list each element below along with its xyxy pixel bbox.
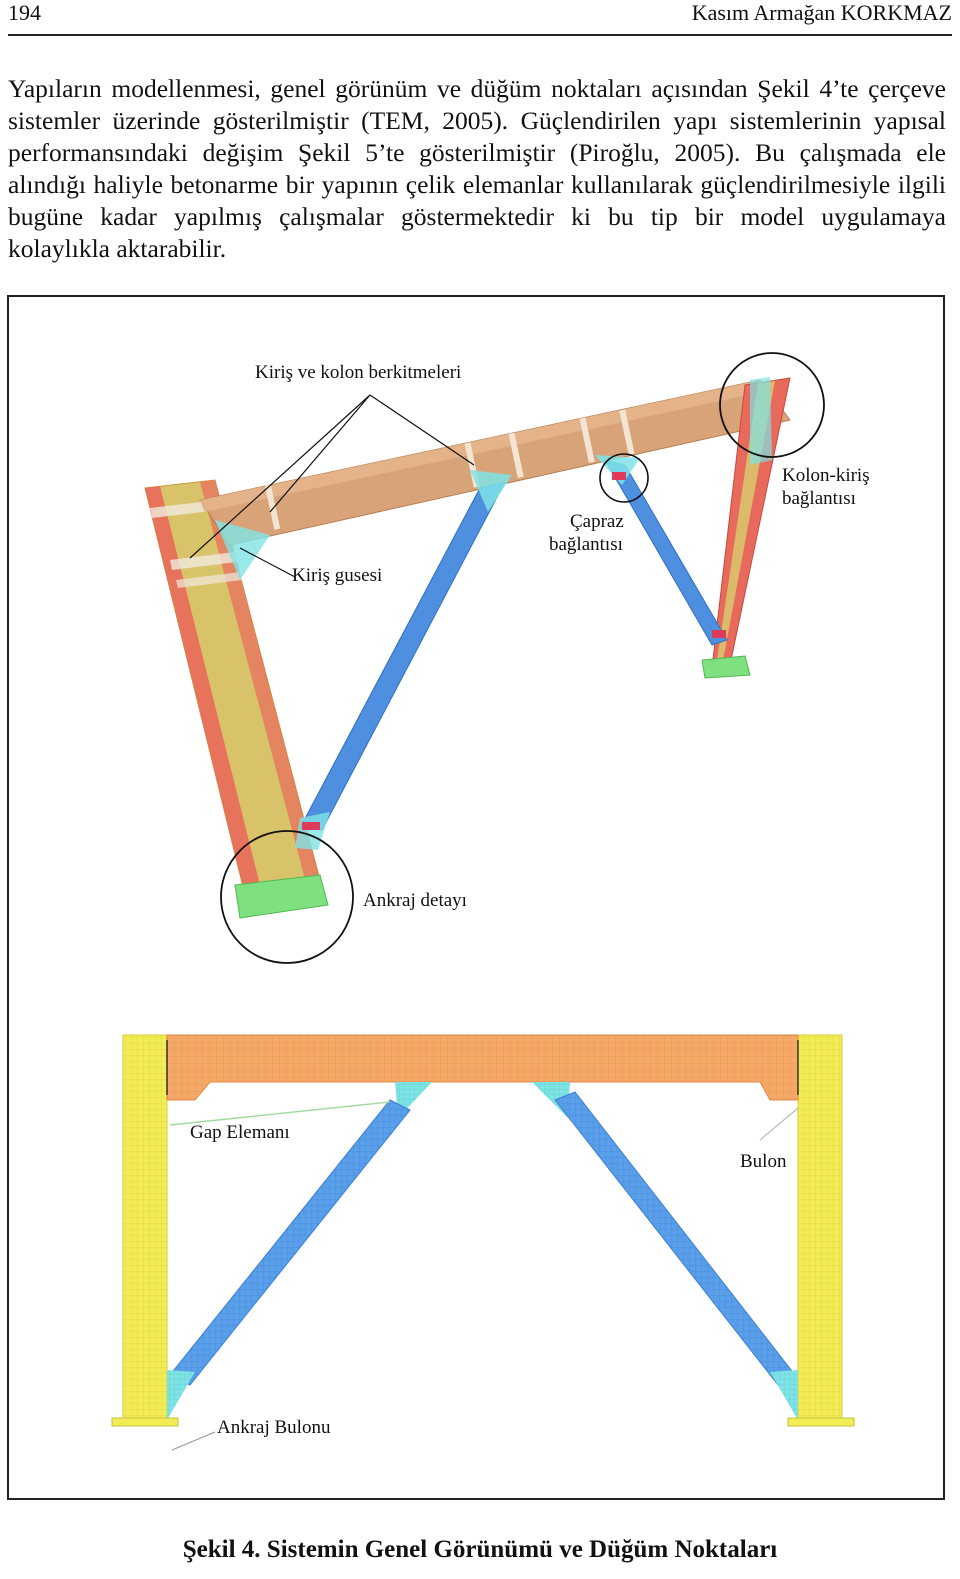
right-brace — [603, 459, 728, 646]
left-brace — [299, 481, 506, 831]
label-stiffeners: Kiriş ve kolon berkitmeleri — [255, 362, 462, 383]
right-base-plate — [701, 655, 751, 679]
left-mesh-column — [122, 1034, 168, 1421]
brace-detail-circle — [599, 453, 649, 503]
left-mesh-brace — [169, 1099, 411, 1386]
right-mesh-column — [797, 1034, 843, 1421]
model-2d-mesh — [111, 1034, 855, 1451]
body-paragraph: Yapıların modellenmesi, genel görünüm ve… — [8, 74, 946, 263]
column-beam-detail-circle — [719, 352, 825, 458]
label-anchor-bolt: Ankraj Bulonu — [217, 1417, 331, 1438]
model-3d — [144, 352, 825, 964]
mesh-beam — [166, 1034, 799, 1101]
left-base-plate — [234, 874, 329, 919]
left-column-flange — [145, 486, 262, 895]
label-column-beam-2: bağlantısı — [782, 488, 856, 509]
label-gusset: Kiriş gusesi — [292, 565, 383, 586]
running-author: Kasım Armağan KORKMAZ — [691, 0, 952, 25]
right-mesh-brace — [554, 1091, 796, 1386]
page-number: 194 — [8, 0, 41, 25]
anchor-detail-circle — [220, 830, 354, 964]
label-gap-element: Gap Elemanı — [190, 1122, 290, 1143]
label-bolt: Bulon — [740, 1151, 787, 1172]
label-brace-2: bağlantısı — [549, 534, 623, 555]
figure-caption: Şekil 4. Sistemin Genel Görünümü ve Düğü… — [182, 1536, 778, 1563]
label-brace-1: Çapraz — [570, 511, 624, 532]
page-header: 194 Kasım Armağan KORKMAZ — [8, 0, 952, 36]
figure-frame — [7, 295, 945, 1500]
label-column-beam-1: Kolon-kiriş — [782, 465, 870, 486]
label-anchor-detail: Ankraj detayı — [363, 890, 467, 911]
left-gusset — [215, 520, 270, 580]
